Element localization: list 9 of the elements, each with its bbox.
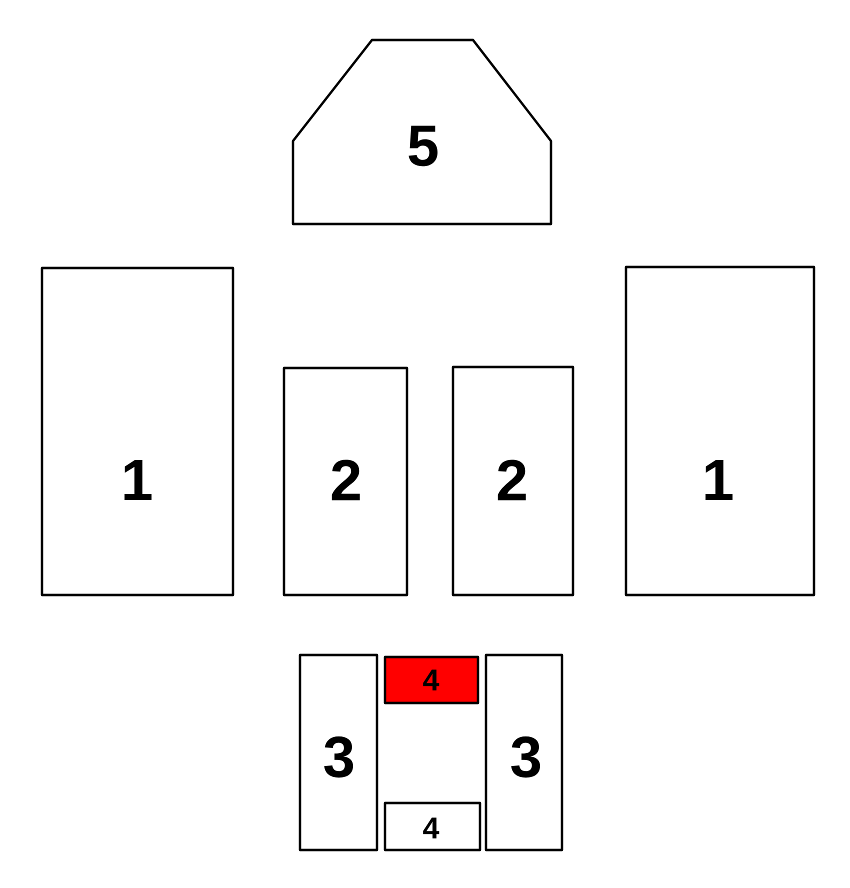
numbered-box: 2 [452, 366, 574, 596]
numbered-box: 1 [40, 266, 234, 596]
numbered-box: 2 [282, 366, 408, 596]
numbered-box: 3 [298, 654, 378, 852]
numbered-box: 1 [624, 266, 816, 596]
numbered-box: 3 [484, 654, 564, 852]
numbered-hexagon: 5 [292, 38, 552, 226]
numbered-box: 4 [384, 656, 480, 704]
numbered-box: 4 [384, 802, 482, 852]
